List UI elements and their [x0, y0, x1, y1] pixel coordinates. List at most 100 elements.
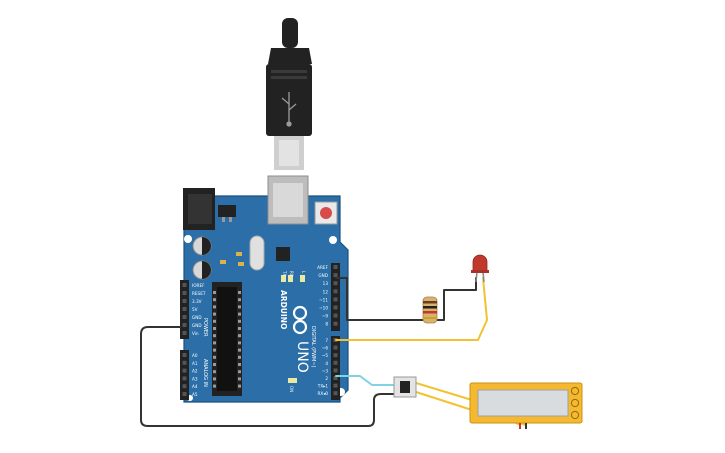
voltage-regulator [218, 205, 236, 217]
pin-label: 12 [323, 289, 329, 294]
wire-pin7-led[interactable] [335, 277, 488, 341]
pin-label: AREF [317, 265, 328, 270]
pin-hole[interactable] [333, 353, 338, 358]
pin-label: A3 [192, 376, 198, 381]
pin-label: ~10 [319, 306, 328, 311]
mount-hole [329, 236, 337, 244]
pin-hole[interactable] [182, 283, 187, 287]
pin-hole[interactable] [333, 297, 338, 302]
pin-label: A1 [192, 361, 198, 366]
pin-label: 13 [323, 281, 329, 286]
wire-gnd-resistor[interactable] [335, 277, 425, 321]
rx-led [288, 275, 293, 282]
wire-resistor-led[interactable] [435, 277, 477, 321]
analog-header[interactable] [180, 350, 189, 400]
pin-hole[interactable] [333, 391, 338, 396]
pin-hole[interactable] [333, 321, 338, 326]
digital-header-title: DIGITAL (PWM~) [310, 326, 316, 368]
arduino-uno[interactable]: TX RX L ARDUINO UNO ON IOREF RESET 3.3V 5V G… [180, 175, 349, 403]
model-label: UNO [294, 341, 310, 373]
pin-label: 3.3V [192, 299, 202, 304]
pin-hole[interactable] [182, 353, 187, 357]
pin-hole[interactable] [333, 281, 338, 286]
wire-pin2-button[interactable] [335, 375, 397, 386]
wire-5v-button[interactable] [140, 326, 397, 427]
usb-icon [281, 92, 297, 127]
usb-cable[interactable] [266, 18, 312, 170]
tilt-sensor[interactable] [469, 382, 583, 429]
usb-chip [276, 247, 290, 261]
pin-label: 4 [325, 361, 328, 366]
pin-hole[interactable] [182, 323, 187, 327]
pin-label: 2 [325, 376, 328, 381]
pin-hole[interactable] [182, 307, 187, 311]
pin-hole[interactable] [333, 265, 338, 269]
pin-label: RX◂0 [317, 391, 328, 396]
pin-label: IOREF [192, 283, 205, 288]
pin-label: ~5 [322, 353, 329, 358]
tx-label: TX [282, 270, 287, 276]
pin-hole[interactable] [182, 384, 187, 389]
pin-hole[interactable] [182, 368, 187, 373]
sensor-pin-icon [570, 386, 580, 396]
atmega-chip [217, 287, 237, 391]
pin-label: 8 [325, 322, 328, 327]
sensor-pin-icon [570, 410, 580, 420]
sensor-pin-icon [570, 398, 580, 408]
pin-label: GND [192, 315, 202, 320]
power-header-title: POWER [202, 318, 208, 337]
pin-label: ~9 [322, 314, 329, 319]
pin-label: RESET [192, 291, 206, 296]
on-label: ON [289, 386, 294, 392]
led-body [472, 254, 488, 273]
pin-hole[interactable] [333, 305, 338, 310]
pin-label: A0 [192, 353, 198, 358]
pin-label: ~3 [322, 368, 329, 373]
pin-hole[interactable] [182, 291, 187, 295]
digital-header-bottom[interactable] [331, 336, 340, 400]
led[interactable] [471, 254, 489, 283]
pin-hole[interactable] [333, 383, 338, 388]
pin-hole[interactable] [333, 273, 338, 278]
usb-cable-cord [282, 18, 298, 48]
analog-header-title: ANALOG IN [202, 359, 208, 387]
brand-label: ARDUINO [279, 290, 288, 329]
digital-pin-labels-top: AREF GND 13 12 ~11 ~10 ~9 8 [317, 265, 328, 327]
l-label: L [301, 271, 306, 274]
pin-hole[interactable] [333, 313, 338, 318]
l-led [300, 275, 305, 282]
pin-hole[interactable] [182, 315, 187, 319]
pin-hole[interactable] [333, 289, 338, 294]
on-led [288, 378, 297, 383]
pin-hole[interactable] [182, 331, 187, 335]
pin-hole[interactable] [333, 368, 338, 373]
resistor[interactable] [422, 296, 438, 324]
pin-label: A2 [192, 369, 198, 374]
reset-button-cap [320, 207, 332, 219]
pin-label: 5V [192, 307, 198, 312]
digital-header-top[interactable] [331, 263, 340, 331]
crystal [249, 235, 265, 271]
pin-label: 7 [325, 338, 328, 343]
pin-hole[interactable] [182, 299, 187, 303]
pin-hole[interactable] [182, 376, 187, 381]
sensor-window [477, 389, 569, 417]
pin-hole[interactable] [182, 360, 187, 365]
pin-label: TX▸1 [317, 384, 329, 389]
pin-hole[interactable] [182, 392, 187, 396]
pin-hole[interactable] [333, 345, 338, 350]
usb-cable-neck [268, 48, 312, 64]
pin-hole[interactable] [333, 376, 338, 380]
rx-label: RX [289, 271, 294, 277]
pin-label: ~11 [319, 297, 328, 302]
pin-hole[interactable] [333, 360, 338, 365]
pushbutton[interactable] [393, 376, 417, 398]
pin-label: A5 [192, 392, 198, 397]
chip-pins [213, 291, 241, 388]
arduino-logo-icon [292, 305, 308, 335]
pin-label: GND [318, 273, 328, 278]
resistor-body [422, 296, 438, 324]
